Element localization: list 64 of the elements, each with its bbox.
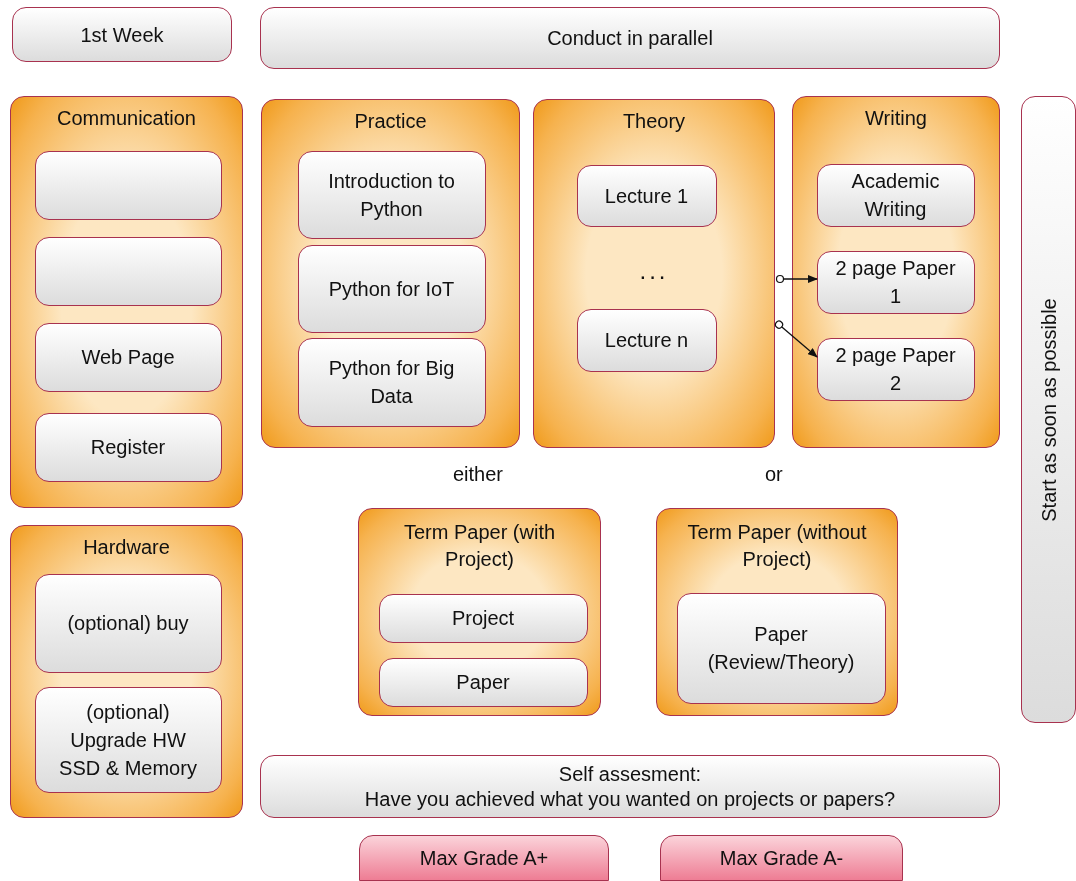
box-text: Max Grade A+ [419,846,549,871]
box-text: 2 page Paper 1 [834,256,957,309]
group-panel [533,99,775,448]
process-box [816,250,975,314]
box-text: Web Page [81,345,175,370]
process-box [34,322,222,392]
box-text: 2 page Paper 2 [834,343,957,396]
group-title: Practice [353,109,428,134]
box-text: 1st Week [80,22,164,48]
process-box [12,7,232,62]
box-text: Paper [456,670,510,695]
process-box [297,150,486,239]
process-box [378,657,588,707]
box-text: (optional) Upgrade HW SSD & Memory [58,699,198,781]
box-text: Start as soon as possible [1036,297,1061,522]
box-text: Register [90,435,166,460]
ellipsis-text: ... [639,256,669,286]
process-box [816,337,975,401]
box-text: Python for IoT [328,276,455,302]
group-title: Hardware [82,535,171,560]
box-text: Introduction to Python [327,168,456,222]
process-box [260,755,1000,818]
group-panel [10,96,243,508]
process-box [34,236,222,306]
box-text: Academic Writing [850,169,941,222]
process-box [576,308,717,372]
arrow [775,274,818,284]
process-box [576,164,717,227]
box-text: Conduct in parallel [547,26,713,51]
process-box [660,835,903,881]
box-text: Have you achieved what you wanted on projects or papers? [364,786,896,812]
group-panel [792,96,1000,448]
process-box [34,686,222,793]
arrow [774,320,818,358]
process-box [359,835,609,881]
box-text: Paper (Review/Theory) [706,622,856,675]
group-title: Theory [621,109,687,134]
process-box [297,244,486,333]
group-title: Communication [56,106,197,131]
connector-word: either [453,463,504,486]
box-text: Project [451,606,515,631]
box-text: Lecture 1 [604,183,689,209]
box-text: Max Grade A- [719,846,844,871]
process-box [378,593,588,643]
side-bar [1021,96,1076,723]
process-box [297,337,486,427]
box-text: Self assesment: [558,761,702,787]
process-box [676,592,886,704]
process-box [34,150,222,220]
group-title: Term Paper (with Project) [402,520,557,572]
process-box [34,573,222,673]
group-panel [656,508,898,716]
group-panel [10,525,243,818]
box-text: (optional) buy [67,611,189,636]
group-title: Term Paper (without Project) [687,520,867,572]
group-title: Writing [864,106,928,131]
process-box [816,163,975,227]
group-panel [261,99,520,448]
process-box [260,7,1000,69]
group-panel [358,508,601,716]
process-box [34,412,222,482]
connector-word: or [765,463,783,486]
box-text: Python for Big Data [327,356,456,409]
box-text: Lecture n [604,328,689,353]
